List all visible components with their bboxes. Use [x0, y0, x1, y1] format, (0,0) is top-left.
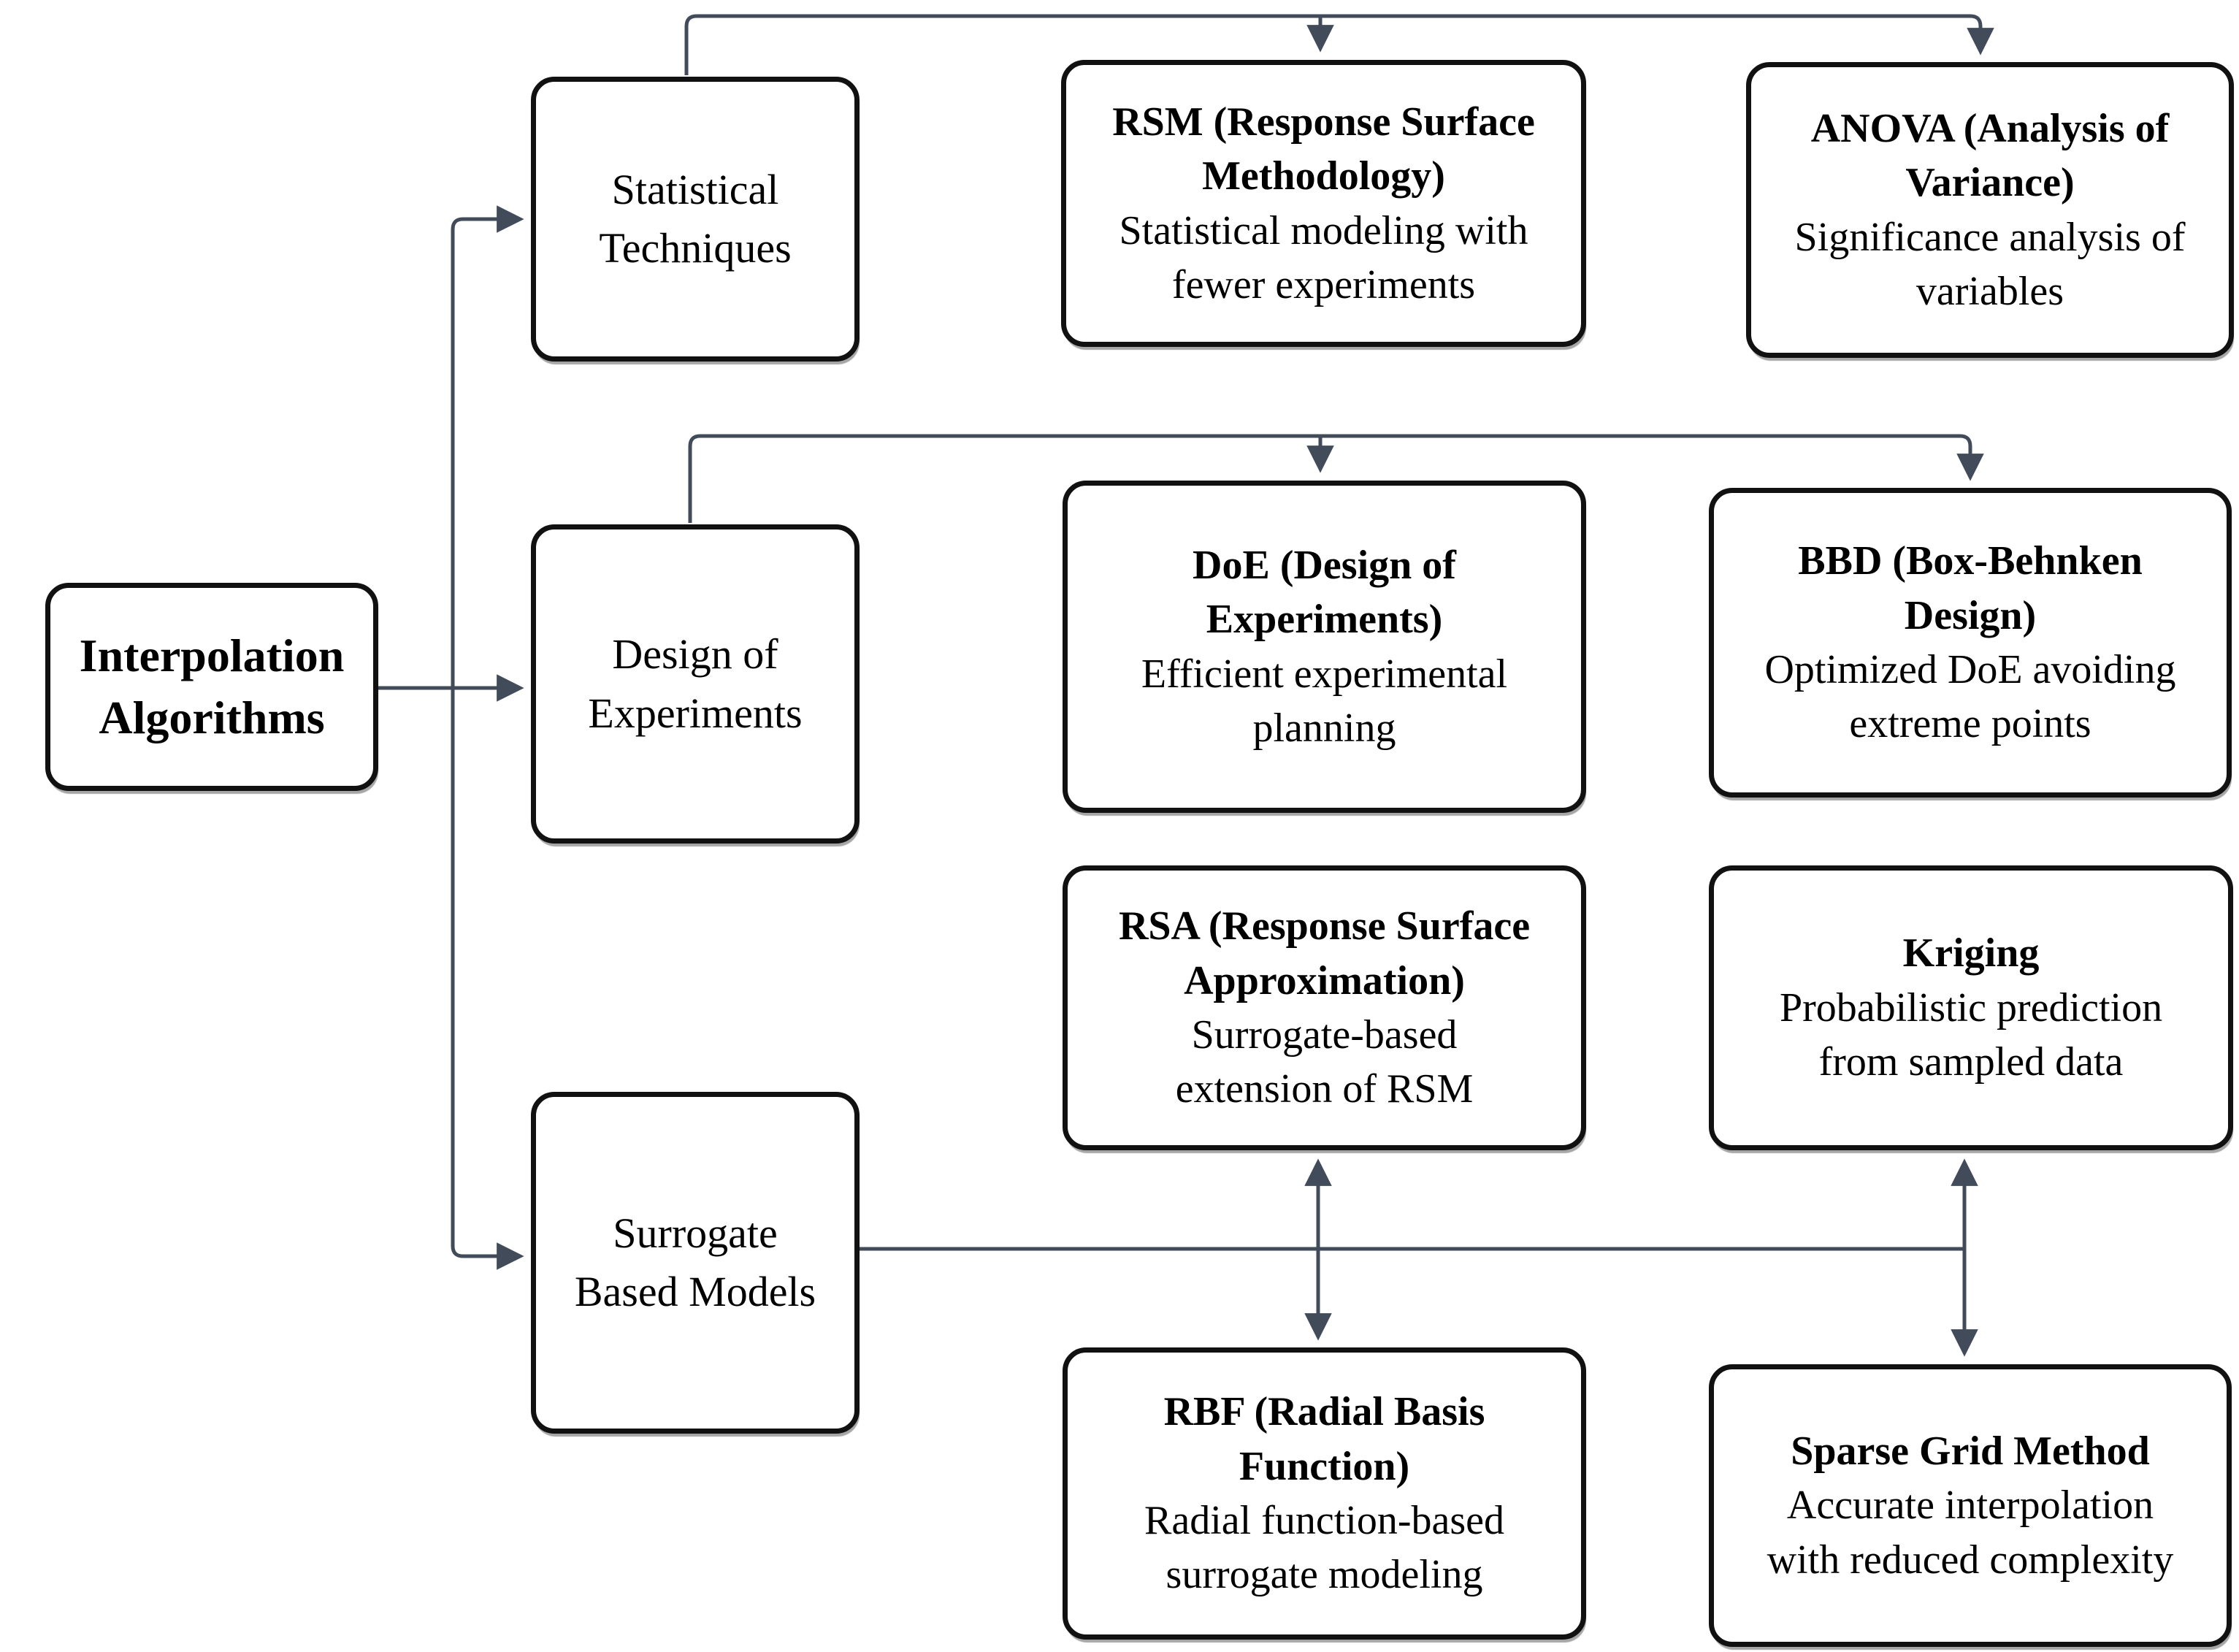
- node-surrogate-based-models-label: Surrogate Based Models: [574, 1209, 816, 1315]
- node-interpolation-algorithms: Interpolation Algorithms: [45, 583, 378, 791]
- node-rsa-description: Surrogate-based extension of RSM: [1175, 1012, 1474, 1112]
- node-design-of-experiments-label: Design of Experiments: [588, 630, 803, 737]
- node-rsa: RSA (Response Surface Approximation) Sur…: [1063, 865, 1586, 1150]
- node-surrogate-based-models: Surrogate Based Models: [531, 1092, 860, 1434]
- node-anova-description: Significance analysis of variables: [1794, 214, 2186, 314]
- node-doe-title: DoE (Design of Experiments): [1193, 542, 1456, 643]
- node-rbf-description: Radial function-based surrogate modeling: [1144, 1498, 1504, 1598]
- node-bbd: BBD (Box-Behnken Design) Optimized DoE a…: [1709, 488, 2232, 798]
- node-bbd-description: Optimized DoE avoiding extreme points: [1764, 647, 2176, 747]
- node-statistical-techniques: Statistical Techniques: [531, 77, 860, 362]
- node-statistical-techniques-label: Statistical Techniques: [599, 165, 792, 272]
- node-rsm-description: Statistical modeling with fewer experime…: [1119, 207, 1528, 307]
- node-rsm-title: RSM (Response Surface Methodology): [1112, 99, 1535, 199]
- node-kriging-title: Kriging: [1902, 930, 2040, 976]
- node-doe-description: Efficient experimental planning: [1141, 651, 1508, 751]
- node-sparse-grid-method: Sparse Grid Method Accurate interpolatio…: [1709, 1364, 2232, 1647]
- node-kriging: Kriging Probabilistic prediction from sa…: [1709, 865, 2233, 1150]
- node-rsm: RSM (Response Surface Methodology) Stati…: [1061, 60, 1586, 347]
- node-anova: ANOVA (Analysis of Variance) Significanc…: [1746, 62, 2234, 358]
- node-kriging-description: Probabilistic prediction from sampled da…: [1779, 984, 2163, 1085]
- node-sparse-grid-method-description: Accurate interpolation with reduced comp…: [1767, 1483, 2174, 1583]
- node-rbf: RBF (Radial Basis Function) Radial funct…: [1063, 1347, 1586, 1640]
- node-bbd-title: BBD (Box-Behnken Design): [1798, 538, 2143, 638]
- node-rbf-title: RBF (Radial Basis Function): [1163, 1389, 1485, 1489]
- node-interpolation-algorithms-label: Interpolation Algorithms: [79, 630, 345, 743]
- node-sparse-grid-method-title: Sparse Grid Method: [1791, 1428, 2150, 1474]
- node-anova-title: ANOVA (Analysis of Variance): [1810, 105, 2170, 206]
- node-rsa-title: RSA (Response Surface Approximation): [1118, 903, 1531, 1003]
- connector-root-to-statistical: [451, 205, 524, 688]
- node-design-of-experiments: Design of Experiments: [531, 524, 860, 844]
- node-doe: DoE (Design of Experiments) Efficient ex…: [1063, 481, 1586, 813]
- connector-root-to-surrogate: [451, 688, 524, 1270]
